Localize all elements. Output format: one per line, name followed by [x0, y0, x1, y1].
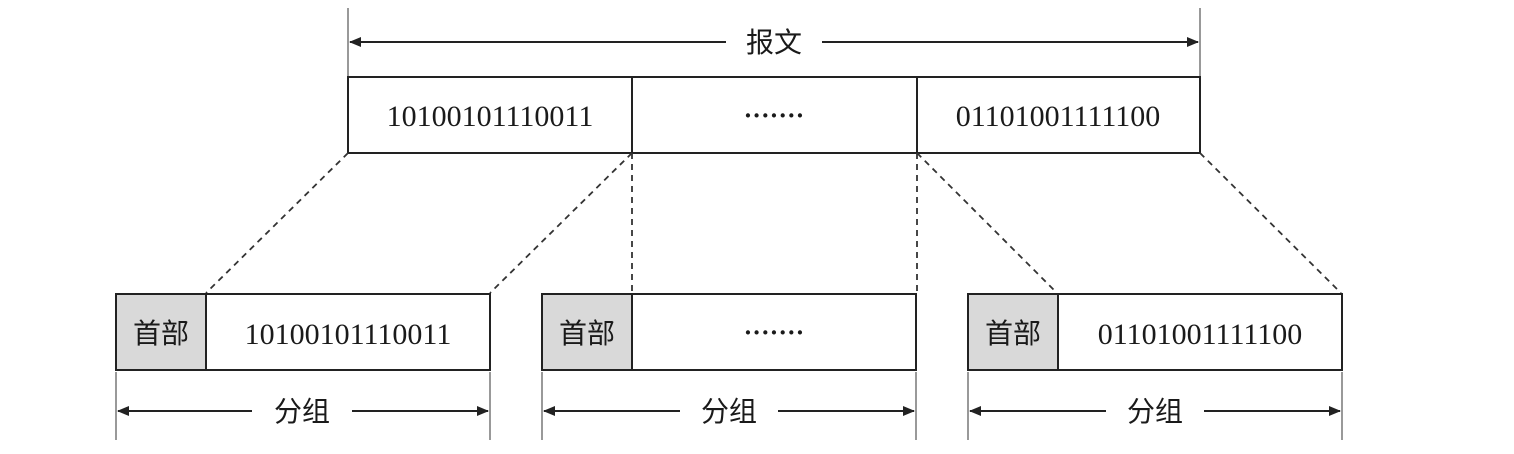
packet-header-label: 首部 — [985, 317, 1041, 350]
packet-1: 首部 10100101110011 分组 — [115, 293, 491, 440]
packet-label: 分组 — [701, 395, 757, 428]
packet-label: 分组 — [1127, 395, 1183, 428]
packet-2: 首部 ······· 分组 — [541, 293, 917, 440]
message-segment-2: ······· — [744, 101, 805, 130]
packet-header-label: 首部 — [133, 317, 189, 350]
mapping-line — [205, 152, 349, 294]
packet-payload: ······· — [744, 318, 805, 347]
packet-header-label: 首部 — [559, 317, 615, 350]
message-segment-3: 01101001111100 — [956, 100, 1160, 133]
mapping-line — [916, 152, 1058, 294]
message-span: 报文 — [347, 8, 1201, 76]
packet-label: 分组 — [274, 395, 330, 428]
packet-3: 首部 01101001111100 分组 — [967, 293, 1343, 440]
packet-header-cell — [115, 293, 207, 371]
packet-payload: 10100101110011 — [245, 318, 452, 351]
mapping-line — [1199, 152, 1342, 294]
mapping-line — [489, 152, 633, 294]
message-box: 10100101110011 ······· 01101001111100 — [347, 76, 1201, 154]
message-label: 报文 — [746, 26, 802, 59]
message-segment-1: 10100101110011 — [387, 100, 594, 133]
message-box-outline — [347, 76, 1201, 154]
packet-header-cell — [967, 293, 1059, 371]
segment-mapping-lines — [205, 152, 1342, 294]
packet-header-cell — [541, 293, 633, 371]
packet-payload: 01101001111100 — [1098, 318, 1302, 351]
